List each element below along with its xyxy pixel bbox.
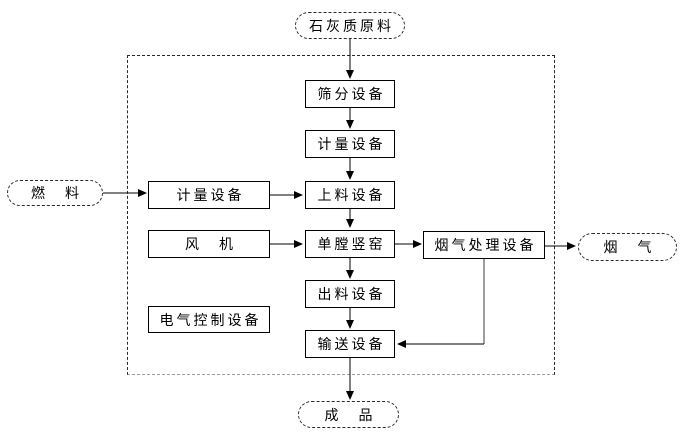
process-conveying-equipment: 输送设备 — [305, 330, 395, 358]
terminal-flue-gas: 烟 气 — [578, 233, 677, 261]
process-metering-equipment-fuel: 计量设备 — [148, 181, 270, 209]
terminal-fuel: 燃 料 — [7, 180, 103, 206]
process-discharge-equipment: 出料设备 — [305, 280, 395, 308]
process-single-chamber-shaft-kiln: 单膛竖窑 — [305, 230, 395, 258]
process-screening-equipment: 筛分设备 — [305, 80, 395, 108]
process-feeding-equipment: 上料设备 — [305, 181, 395, 209]
terminal-raw-material: 石灰质原料 — [295, 12, 405, 39]
process-fan: 风 机 — [148, 230, 270, 258]
process-flue-gas-treatment-equipment: 烟气处理设备 — [423, 231, 545, 259]
process-metering-equipment-main: 计量设备 — [305, 130, 395, 158]
process-electric-control-equipment: 电气控制设备 — [148, 306, 270, 333]
system-boundary-dashed-rect — [127, 55, 555, 375]
terminal-finished-product: 成 品 — [298, 401, 399, 428]
